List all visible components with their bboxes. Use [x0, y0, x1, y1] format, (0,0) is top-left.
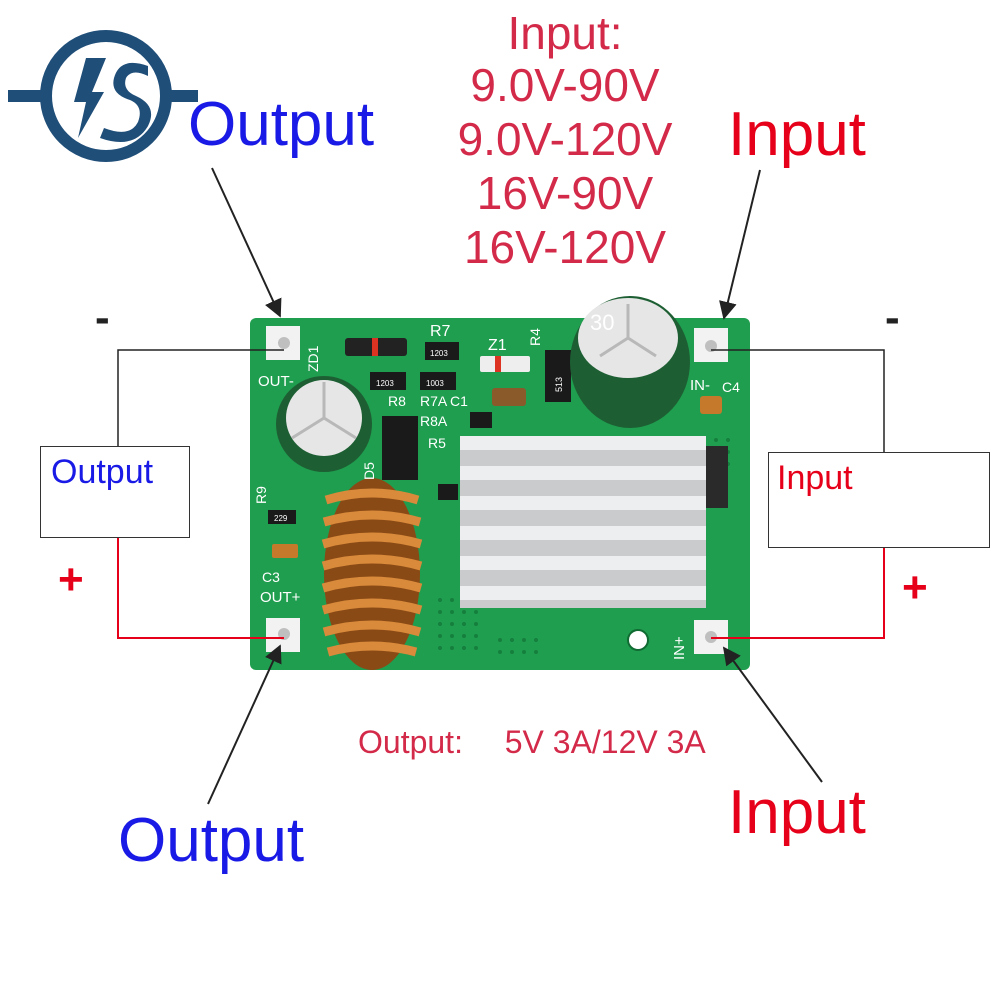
output-box-label: Output [51, 453, 154, 491]
silk-c1: C1 [450, 393, 468, 409]
output-bottom-label: Output [118, 806, 305, 875]
silk-in-plus: IN+ [671, 636, 688, 660]
silk-r9: R9 [253, 486, 269, 504]
arrow-output-top [211, 167, 282, 318]
silk-d5: D5 [361, 462, 377, 480]
silk-out-plus: OUT+ [260, 589, 301, 606]
arrow-input-bottom [722, 646, 823, 783]
input-spec-range: 9.0V-90V [470, 59, 660, 111]
pcb-board: 30 ZD1 R7 R4 Z1 OUT- [250, 296, 750, 670]
input-spec-range: 16V-90V [476, 167, 654, 219]
plus-right-sign: + [902, 563, 928, 612]
input-spec-range: 16V-120V [463, 221, 667, 273]
input-spec-range: 9.0V-120V [457, 113, 673, 165]
silk-res-229: 229 [274, 514, 288, 523]
wire-input-positive [711, 548, 885, 639]
cap-mark-right: 30 [590, 310, 614, 335]
arrow-input-top [719, 169, 761, 320]
input-box-label: Input [777, 459, 853, 497]
plus-left-sign: + [58, 555, 84, 604]
brand-logo-icon [8, 30, 198, 162]
silk-res-1203b: 1203 [376, 379, 394, 388]
output-top-label: Output [188, 90, 375, 159]
heatsink [460, 436, 728, 608]
output-spec: Output: 5V 3A/12V 3A [358, 726, 706, 758]
silk-c3: C3 [262, 569, 280, 585]
wire-output-positive [117, 538, 284, 639]
output-box: Output [40, 446, 190, 538]
silk-r8: R8 [388, 393, 406, 409]
silk-z1: Z1 [488, 337, 507, 354]
silk-zd1: ZD1 [305, 345, 321, 372]
input-spec-heading: Input: [507, 7, 623, 59]
silk-r7: R7 [430, 323, 451, 340]
silk-res-1003: 1003 [426, 379, 444, 388]
arrow-output-bottom [207, 644, 282, 805]
input-spec: Input: 9.0V-90V 9.0V-120V 16V-90V 16V-12… [440, 10, 690, 270]
silk-in-minus: IN- [690, 377, 710, 394]
silk-res-1203a: 1203 [430, 349, 448, 358]
silk-r5: R5 [428, 435, 446, 451]
minus-left-sign: - [95, 293, 110, 342]
input-top-label: Input [728, 100, 866, 169]
silk-r4: R4 [527, 328, 543, 346]
silk-res-513: 513 [554, 377, 564, 392]
output-spec-value: 5V 3A/12V 3A [504, 724, 706, 760]
silk-c4: C4 [722, 379, 740, 395]
silk-out-minus: OUT- [258, 373, 294, 390]
silk-r8a: R8A [420, 413, 448, 429]
input-box: Input [768, 452, 990, 548]
output-spec-label: Output: [358, 724, 463, 760]
silk-r7a: R7A [420, 393, 448, 409]
input-bottom-label: Input [728, 778, 866, 847]
minus-right-sign: - [885, 293, 900, 342]
wire-input-negative [711, 349, 885, 452]
wire-output-negative [117, 349, 284, 446]
